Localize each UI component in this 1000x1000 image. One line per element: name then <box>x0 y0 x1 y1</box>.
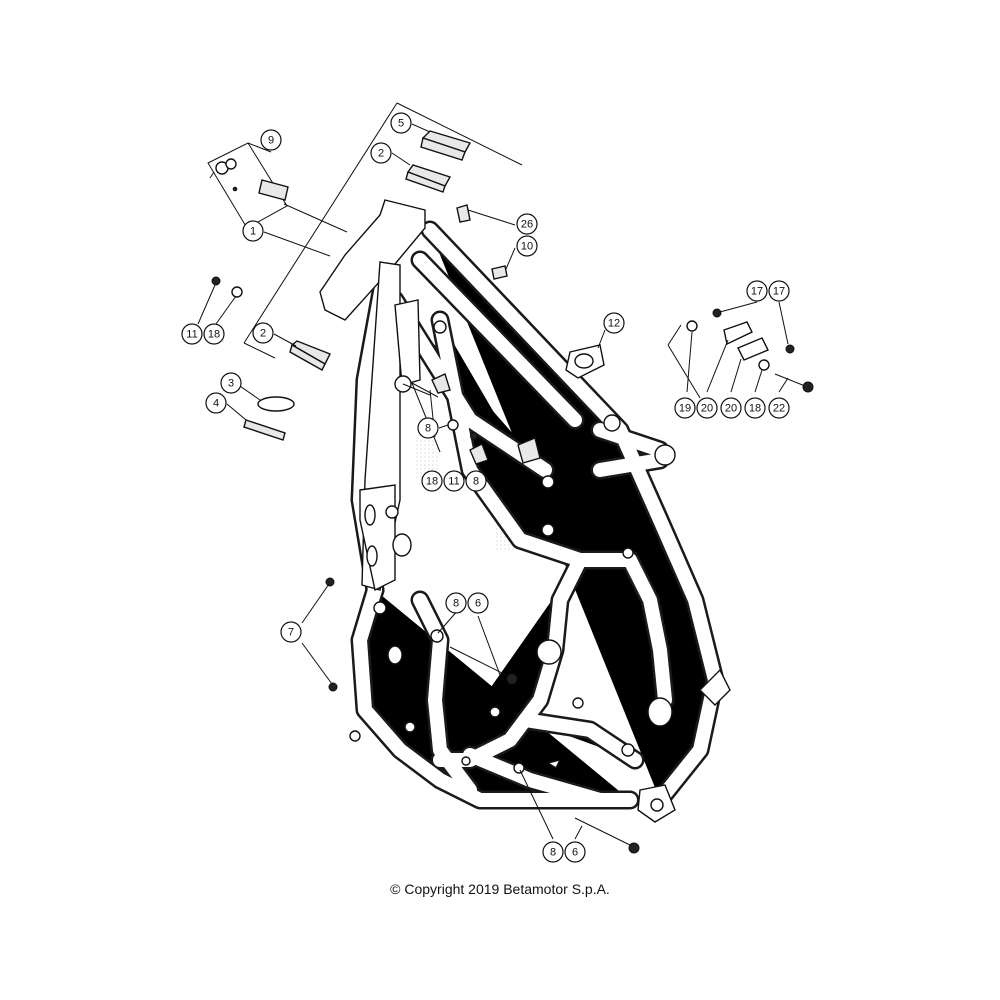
callout-c19: 19 <box>674 397 696 419</box>
callout-circle <box>260 129 282 151</box>
callout-circle <box>768 397 790 419</box>
callout-number: 2 <box>378 148 384 160</box>
callout-number: 10 <box>521 241 533 253</box>
callout-c3: 3 <box>220 372 242 394</box>
callout-c10: 10 <box>516 235 538 257</box>
callout-c20b: 20 <box>720 397 742 419</box>
callout-c4: 4 <box>205 392 227 414</box>
callout-number: 22 <box>773 403 785 415</box>
callout-c6b: 6 <box>564 841 586 863</box>
callout-circle <box>445 592 467 614</box>
callout-c18b: 18 <box>421 470 443 492</box>
callout-circle <box>744 397 766 419</box>
callout-number: 8 <box>550 847 556 859</box>
callout-c20a: 20 <box>696 397 718 419</box>
callout-number: 8 <box>473 476 479 488</box>
callout-number: 11 <box>186 329 197 341</box>
callout-number: 7 <box>288 627 294 639</box>
callout-circle <box>443 470 465 492</box>
steering-lock <box>258 179 289 201</box>
callout-number: 8 <box>425 423 431 435</box>
callout-number: 6 <box>572 847 578 859</box>
callout-number: 20 <box>701 403 713 415</box>
callout-c6a: 6 <box>467 592 489 614</box>
callout-c8a: 8 <box>417 417 439 439</box>
callout-circle <box>421 470 443 492</box>
callout-circle <box>746 280 768 302</box>
copyright-notice: © Copyright 2019 Betamotor S.p.A. <box>390 881 610 897</box>
callout-c8c: 8 <box>445 592 467 614</box>
callout-c11b: 11 <box>443 470 465 492</box>
callout-circle <box>516 235 538 257</box>
callouts: 9 5 2 26 1 10 11 18 2 12 17 17 34 8 18 11 8 19 20 20 18 22 8 6 7… <box>181 112 790 863</box>
callout-circle <box>542 841 564 863</box>
callout-c17b: 17 <box>768 280 790 302</box>
loose-parts <box>209 130 814 854</box>
callout-c26: 26 <box>516 213 538 235</box>
callout-circle <box>205 392 227 414</box>
callout-number: 4 <box>213 398 219 410</box>
callout-number: 2 <box>260 328 266 340</box>
callout-c18a: 18 <box>203 323 225 345</box>
callout-circle <box>603 312 625 334</box>
callout-circle <box>370 142 392 164</box>
callout-number: 11 <box>448 476 459 488</box>
callout-number: 17 <box>773 286 785 298</box>
callout-c2b: 2 <box>252 322 274 344</box>
callout-number: 5 <box>398 118 404 130</box>
callout-number: 12 <box>608 318 620 330</box>
callout-circle <box>280 621 302 643</box>
callout-c8b: 8 <box>465 470 487 492</box>
callout-circle <box>417 417 439 439</box>
leader-lines <box>197 123 789 840</box>
callout-c2a: 2 <box>370 142 392 164</box>
callout-circle <box>467 592 489 614</box>
callout-circle <box>720 397 742 419</box>
steering-head <box>319 199 426 321</box>
callout-c22: 22 <box>768 397 790 419</box>
callout-number: 18 <box>426 476 438 488</box>
callout-c18c: 18 <box>744 397 766 419</box>
callout-number: 19 <box>679 403 691 415</box>
callout-c12: 12 <box>603 312 625 334</box>
dust-seal <box>243 419 286 441</box>
callout-c5: 5 <box>390 112 412 134</box>
callout-circle <box>242 220 264 242</box>
callout-circle <box>252 322 274 344</box>
callout-circle <box>768 280 790 302</box>
callout-circle <box>465 470 487 492</box>
callout-c1: 1 <box>242 220 264 242</box>
callout-number: 6 <box>475 598 481 610</box>
callout-circle <box>203 323 225 345</box>
callout-circle <box>516 213 538 235</box>
callout-number: 20 <box>725 403 737 415</box>
callout-number: 8 <box>453 598 459 610</box>
callout-number: 26 <box>521 219 533 231</box>
callout-number: 9 <box>268 135 274 147</box>
callout-circle <box>564 841 586 863</box>
callout-circle <box>390 112 412 134</box>
callout-c17a: 17 <box>746 280 768 302</box>
callout-number: 18 <box>208 329 220 341</box>
callout-c7: 7 <box>280 621 302 643</box>
callout-c11a: 11 <box>181 323 203 345</box>
callout-circle <box>220 372 242 394</box>
callout-number: 18 <box>749 403 761 415</box>
callout-c8d: 8 <box>542 841 564 863</box>
callout-number: 1 <box>250 226 256 238</box>
callout-c9: 9 <box>260 129 282 151</box>
callout-circle <box>696 397 718 419</box>
callout-circle <box>181 323 203 345</box>
callout-number: 3 <box>228 378 234 390</box>
callout-number: 17 <box>751 286 763 298</box>
group-brackets <box>207 102 701 453</box>
callout-circle <box>674 397 696 419</box>
frame-tubes <box>360 215 715 800</box>
